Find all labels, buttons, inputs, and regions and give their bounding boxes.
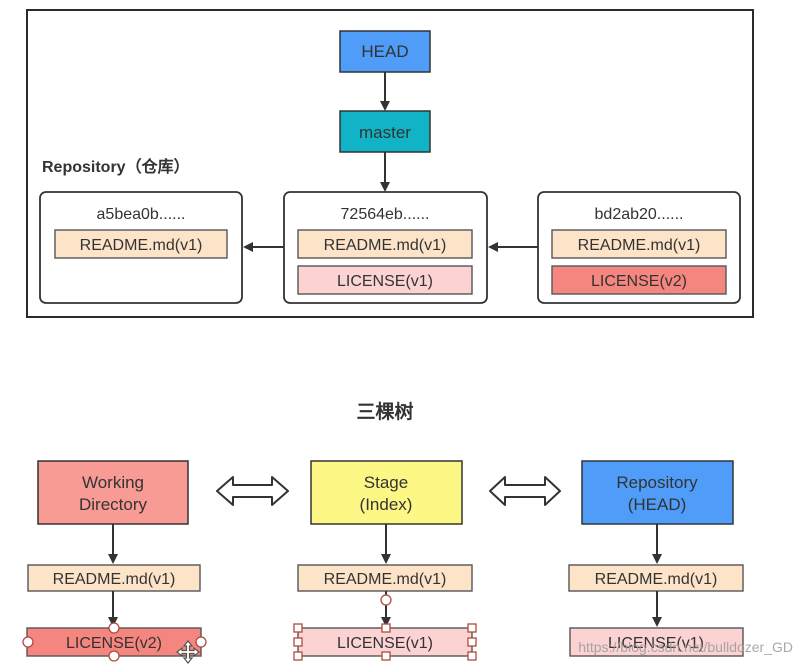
file-label: LICENSE(v1) [337, 635, 433, 652]
selection-handle[interactable] [293, 637, 303, 647]
commit-id: 72564eb...... [341, 206, 430, 223]
head-label: HEAD [361, 42, 408, 61]
commit-box: 72564eb...... README.md(v1) LICENSE(v1) [283, 191, 488, 304]
file-label: README.md(v1) [595, 571, 718, 588]
selection-handles-left [22, 622, 207, 662]
file-label: README.md(v1) [53, 571, 176, 588]
tree-working-directory: Working Directory [37, 460, 189, 525]
file-box-readme [297, 229, 473, 259]
tree-label-line2: Directory [79, 495, 148, 514]
tree-label-line2: (HEAD) [628, 495, 687, 514]
file-label: LICENSE(v2) [66, 635, 162, 652]
selection-handle[interactable] [108, 622, 120, 634]
file-box-readme [54, 229, 228, 259]
commit-id: a5bea0b...... [97, 206, 186, 223]
tree-repository-head: Repository (HEAD) [581, 460, 734, 525]
file-label: LICENSE(v1) [337, 273, 433, 290]
file-box-readme [568, 564, 744, 592]
file-box-readme [551, 229, 727, 259]
file-label: README.md(v1) [80, 237, 203, 254]
watermark-text: https://blog.csdn.net/bulldozer_GD [578, 639, 793, 655]
file-label: LICENSE(v2) [591, 273, 687, 290]
master-box [339, 110, 431, 153]
repository-label: Repository（仓库） [42, 157, 190, 176]
head-ref: HEAD [339, 30, 431, 73]
tree-box [37, 460, 189, 525]
selection-handle[interactable] [467, 623, 477, 633]
file-label: README.md(v1) [324, 237, 447, 254]
commit-box: a5bea0b...... README.md(v1) [39, 191, 243, 304]
tree-label-line1: Working [82, 473, 144, 492]
selection-handle[interactable] [293, 651, 303, 661]
tree-label-line2: (Index) [360, 495, 413, 514]
selection-handles-middle [293, 594, 477, 661]
selection-handle[interactable] [195, 636, 207, 648]
tree-box [581, 460, 734, 525]
tree-box [310, 460, 463, 525]
tree-label-line1: Stage [364, 473, 408, 492]
master-branch: master [339, 110, 431, 153]
tree-label-line1: Repository [616, 473, 698, 492]
file-box-readme [27, 564, 201, 592]
file-box-license [297, 265, 473, 295]
file-box-license [569, 627, 744, 657]
rotate-handle[interactable] [380, 594, 392, 606]
file-box-license [551, 265, 727, 295]
repository-frame [26, 9, 754, 318]
selection-handle[interactable] [381, 651, 391, 661]
selection-handle[interactable] [467, 637, 477, 647]
double-arrow-icon [216, 476, 289, 506]
commit-id: bd2ab20...... [595, 206, 684, 223]
three-trees-title: 三棵树 [356, 400, 413, 423]
selection-handle[interactable] [108, 650, 120, 662]
selection-handle[interactable] [293, 623, 303, 633]
master-label: master [359, 123, 411, 142]
file-label: README.md(v1) [578, 237, 701, 254]
selection-handle[interactable] [381, 623, 391, 633]
selection-handle[interactable] [22, 636, 34, 648]
file-label: LICENSE(v1) [608, 635, 704, 652]
tree-stage-index: Stage (Index) [310, 460, 463, 525]
selection-handle[interactable] [467, 651, 477, 661]
move-cursor-icon [176, 640, 200, 664]
commit-box: bd2ab20...... README.md(v1) LICENSE(v2) [537, 191, 741, 304]
double-arrow-icon [489, 476, 561, 506]
file-label: README.md(v1) [324, 571, 447, 588]
